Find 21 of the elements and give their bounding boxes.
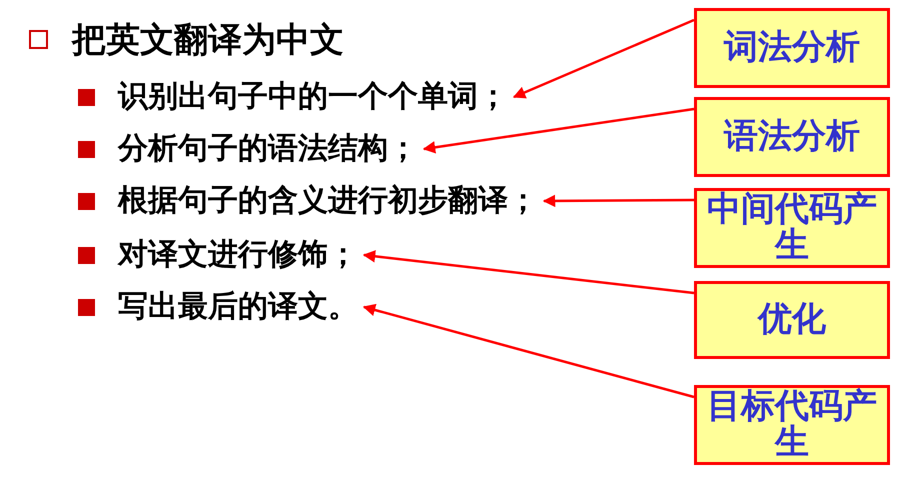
bullet-text: 识别出句子中的一个个单词； bbox=[118, 79, 508, 114]
step-label: 优化 bbox=[758, 302, 826, 338]
step-box bbox=[694, 8, 890, 88]
step-label: 目标代码产生 bbox=[706, 389, 878, 461]
arrow bbox=[362, 250, 694, 294]
arrow bbox=[362, 304, 694, 398]
arrow bbox=[512, 18, 694, 98]
step-label: 词法分析 bbox=[724, 30, 860, 66]
bullet-text: 对译文进行修饰； bbox=[118, 237, 358, 272]
step-label: 中间代码产生 bbox=[706, 192, 878, 264]
step-box bbox=[694, 385, 890, 465]
arrow bbox=[422, 108, 694, 154]
step-box bbox=[694, 281, 890, 359]
step-box bbox=[694, 97, 890, 177]
bullet-text: 根据句子的含义进行初步翻译； bbox=[118, 183, 538, 218]
step-label: 语法分析 bbox=[724, 119, 860, 155]
arrow bbox=[542, 194, 694, 208]
bullet-text: 写出最后的译文。 bbox=[118, 289, 358, 324]
heading: 把英文翻译为中文 bbox=[72, 20, 344, 60]
bullet-text: 分析句子的语法结构； bbox=[118, 131, 418, 166]
step-box bbox=[694, 188, 890, 268]
